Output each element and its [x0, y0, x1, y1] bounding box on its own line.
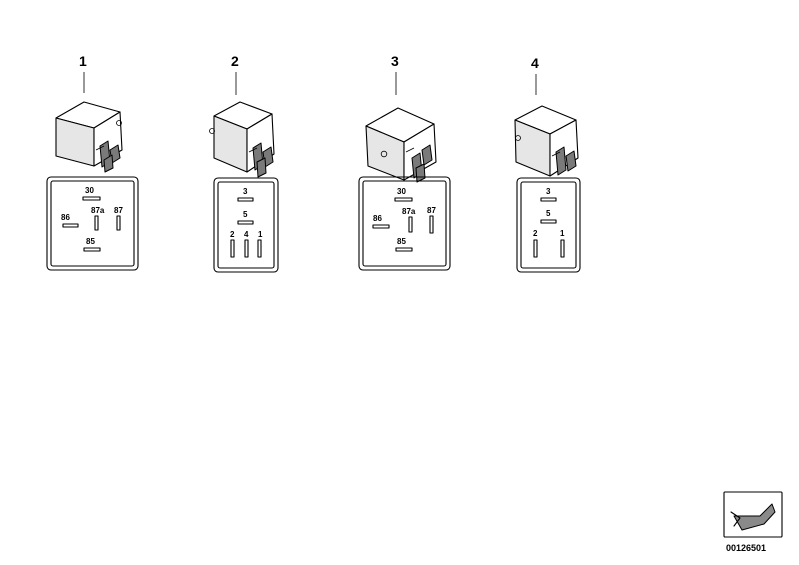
- pin-label-85: 85: [397, 237, 406, 246]
- document-number: 00126501: [726, 543, 766, 553]
- pin-label-1: 1: [560, 229, 565, 238]
- callout-1[interactable]: 1: [79, 53, 87, 69]
- pin-label-3: 3: [243, 187, 248, 196]
- pin-label-86: 86: [61, 213, 70, 222]
- relay-item-4[interactable]: 4 3 5 2 1: [514, 55, 581, 273]
- callout-3[interactable]: 3: [391, 53, 399, 69]
- pin-label-4: 4: [244, 230, 249, 239]
- callout-2[interactable]: 2: [231, 53, 239, 69]
- pin-label-5: 5: [243, 210, 248, 219]
- pin-label-87a: 87a: [402, 207, 416, 216]
- pin-label-3: 3: [546, 187, 551, 196]
- pin-label-87: 87: [114, 206, 123, 215]
- pin-label-85: 85: [86, 237, 95, 246]
- pin-label-87a: 87a: [91, 206, 105, 215]
- relay-item-2[interactable]: 2 3 5 2 4 1: [209, 53, 279, 273]
- page-corner-arrow-icon[interactable]: [723, 491, 783, 538]
- pin-label-30: 30: [397, 187, 406, 196]
- relay-icon: [365, 107, 437, 183]
- pinout-diagram: 30 86 87a 87 85: [358, 176, 451, 271]
- callout-4[interactable]: 4: [531, 55, 539, 71]
- pinout-diagram: 3 5 2 1: [516, 177, 581, 273]
- relay-icon: [209, 101, 275, 178]
- pin-label-87: 87: [427, 206, 436, 215]
- pinout-diagram: 30 86 87a 87 85: [46, 176, 139, 271]
- pin-label-2: 2: [533, 229, 538, 238]
- pin-label-30: 30: [85, 186, 94, 195]
- relay-icon: [55, 101, 123, 173]
- relay-item-1[interactable]: 1 30 86 87a 87 85: [46, 53, 139, 271]
- relay-item-3[interactable]: 3 30 86 87a 87 85: [358, 53, 451, 271]
- pin-label-86: 86: [373, 214, 382, 223]
- pin-label-5: 5: [546, 209, 551, 218]
- pinout-diagram: 3 5 2 4 1: [213, 177, 279, 273]
- pin-label-1: 1: [258, 230, 263, 239]
- pin-label-2: 2: [230, 230, 235, 239]
- relay-icon: [514, 105, 579, 177]
